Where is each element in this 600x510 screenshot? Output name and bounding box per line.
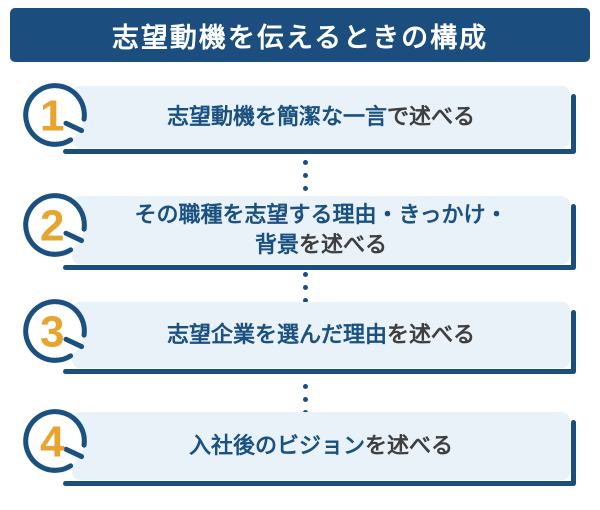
step-4-text: 入社後のビジョンを述べる [189, 431, 453, 461]
connector-dot [303, 298, 308, 303]
step-3-accent-bottom [63, 369, 575, 374]
badge-circle-stroke [23, 193, 87, 257]
step-4-number-badge: 4 [23, 409, 87, 473]
connector-dot [303, 173, 308, 178]
step-text-highlight: 志望企業を選んだ理由 [166, 322, 387, 347]
step-2-box: その職種を志望する理由・きっかけ・ 背景を述べる [63, 196, 576, 270]
step-2-accent-right [571, 204, 576, 270]
connector-dot [303, 160, 308, 165]
badge-circle-stroke [23, 83, 87, 147]
dotted-connector-3 [303, 384, 308, 415]
connector-dot [303, 285, 308, 290]
step-text-highlight: 志望動機を簡潔な一言 [166, 104, 387, 129]
step-1-box: 志望動機を簡潔な一言で述べる [63, 86, 576, 154]
step-1-text: 志望動機を簡潔な一言で述べる [167, 102, 475, 132]
title-banner: 志望動機を伝えるときの構成 [10, 8, 590, 62]
badge-circle-fill [25, 195, 85, 255]
step-text-highlight: 入社後のビジョン [188, 433, 365, 458]
step-number: 1 [40, 92, 64, 141]
step-text-highlight: 背景 [254, 232, 299, 257]
connector-dot [303, 186, 308, 191]
step-2-accent-bottom [63, 265, 575, 270]
step-4-accent-right [571, 420, 576, 486]
badge-circle-fill [25, 411, 85, 471]
dotted-connector-1 [303, 160, 308, 191]
badge-circle-fill [25, 301, 85, 361]
step-4-box: 入社後のビジョンを述べる [63, 412, 576, 486]
badge-circle-stroke [23, 299, 87, 363]
connector-dot [303, 397, 308, 402]
step-3-number-badge: 3 [23, 299, 87, 363]
step-text-rest: を述べる [299, 232, 388, 257]
connector-dot [303, 272, 308, 277]
badge-tick-icon [63, 446, 85, 460]
step-text-rest: で述べる [387, 104, 476, 129]
badge-circle-stroke [23, 409, 87, 473]
step-1-accent-right [571, 94, 576, 154]
badge-tick-icon [63, 120, 85, 134]
step-number: 4 [40, 418, 65, 467]
badge-circle-fill [25, 85, 85, 145]
connector-dot [303, 384, 308, 389]
step-3-text: 志望企業を選んだ理由を述べる [167, 320, 475, 350]
step-text-rest: を述べる [387, 322, 476, 347]
step-3-accent-right [571, 310, 576, 374]
step-1-number-badge: 1 [23, 83, 87, 147]
step-text-rest: を述べる [365, 433, 454, 458]
step-number: 2 [40, 202, 64, 251]
badge-tick-icon [63, 336, 85, 350]
step-2-text-line-1: その職種を志望する理由・きっかけ・ [134, 200, 507, 230]
step-2-text-line-2: 背景を述べる [255, 230, 387, 260]
step-2-number-badge: 2 [23, 193, 87, 257]
step-text-highlight: その職種を志望する理由・きっかけ・ [134, 202, 508, 227]
badge-tick-icon [63, 230, 85, 244]
page-title: 志望動機を伝えるときの構成 [111, 22, 489, 53]
dotted-connector-2 [303, 272, 308, 303]
step-3-box: 志望企業を選んだ理由を述べる [63, 302, 576, 374]
step-number: 3 [40, 308, 64, 357]
step-4-accent-bottom [63, 481, 575, 486]
step-1-accent-bottom [63, 149, 575, 154]
